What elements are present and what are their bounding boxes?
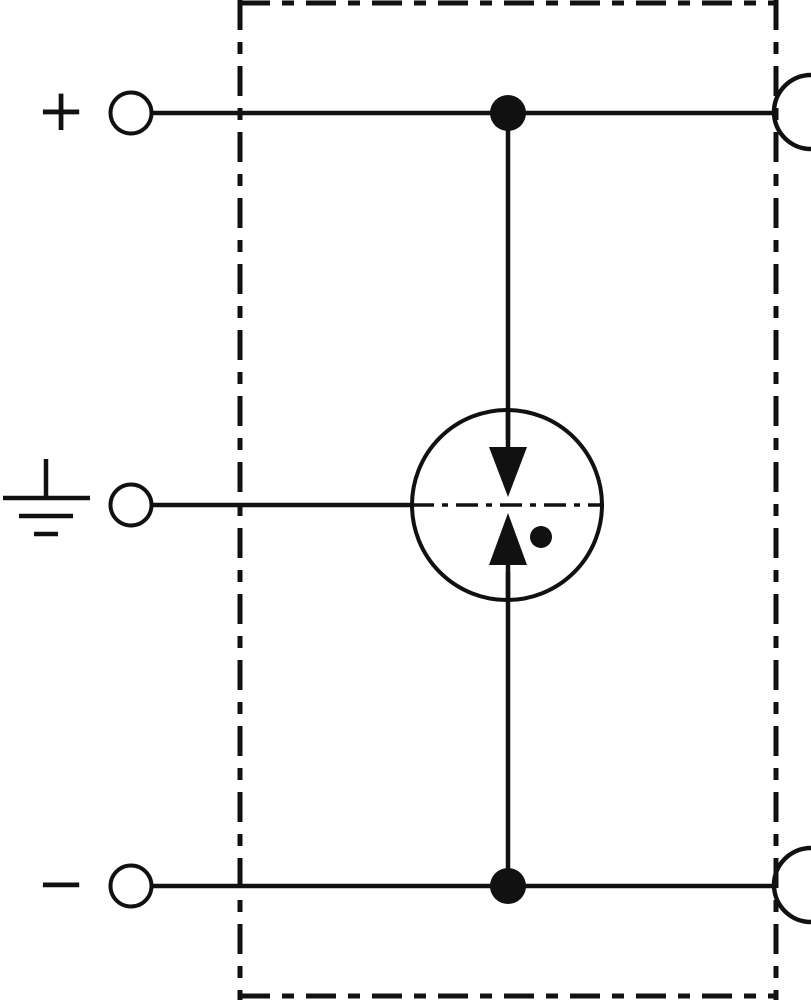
- surge-arrester-icon: [410, 408, 604, 602]
- positive-terminal-icon[interactable]: [108, 90, 154, 136]
- positive-output-terminal-icon[interactable]: [771, 72, 811, 152]
- upper-junction-dot-icon: [490, 95, 526, 131]
- negative-terminal-label: −: [37, 849, 86, 917]
- positive-terminal-label: +: [37, 76, 86, 144]
- ground-icon: [3, 459, 90, 537]
- negative-output-terminal-icon[interactable]: [771, 845, 811, 925]
- enclosure-boundary: [237, 0, 779, 1000]
- negative-terminal-icon[interactable]: [108, 863, 154, 909]
- lower-junction-dot-icon: [490, 868, 526, 904]
- ground-terminal-icon[interactable]: [108, 482, 154, 528]
